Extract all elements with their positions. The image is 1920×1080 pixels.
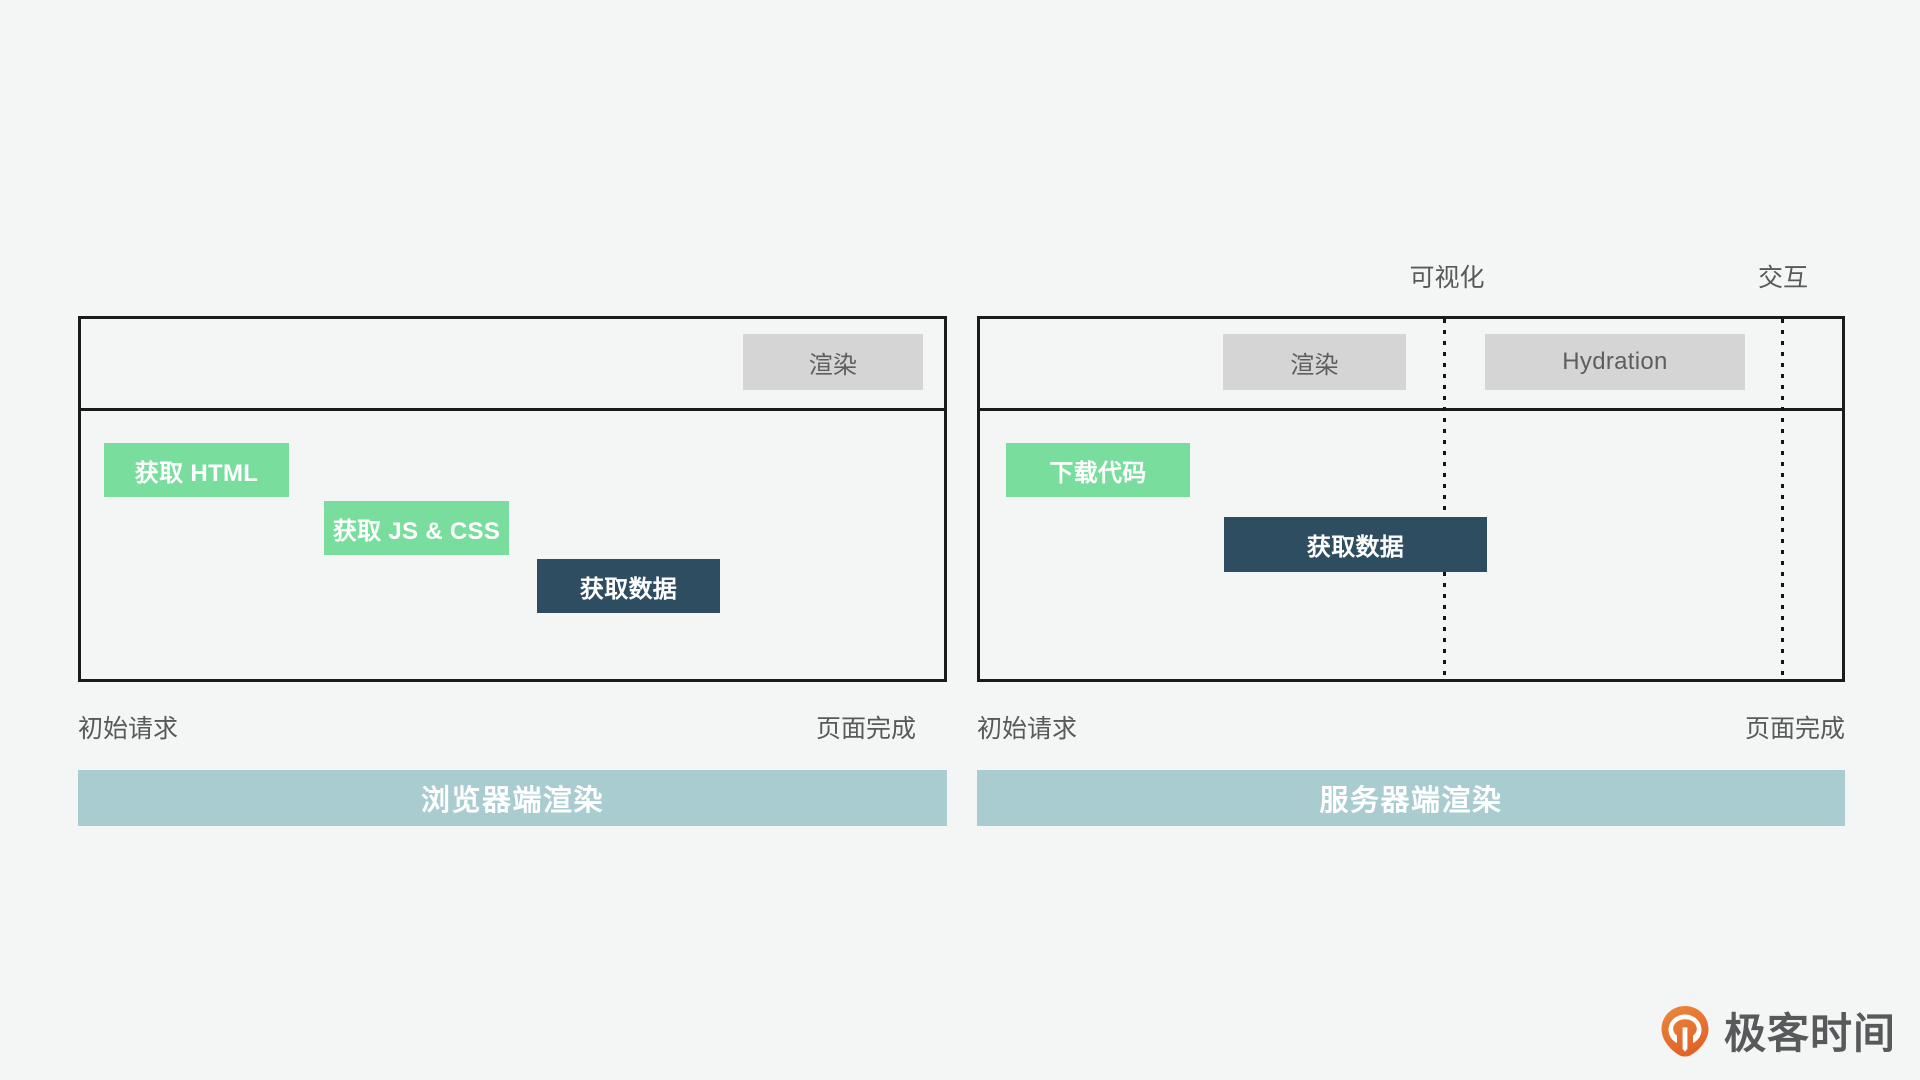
label-csr-page-complete: 页面完成 — [815, 715, 916, 743]
bar-ssr-render: 渲染 — [1223, 334, 1406, 390]
panel-track-divider — [81, 408, 944, 411]
bar-csr-render: 渲染 — [743, 334, 923, 390]
label-ssr-page-complete: 页面完成 — [1744, 715, 1845, 743]
milestone-line-interactive — [1781, 319, 1784, 679]
geek-time-logo-icon — [1658, 1004, 1712, 1058]
bar-csr-fetch-data: 获取数据 — [537, 559, 720, 613]
milestone-line-visualization — [1443, 319, 1446, 679]
milestone-label-visualization: 可视化 — [1409, 264, 1485, 292]
brand-logo: 极客时间 — [1658, 1000, 1896, 1061]
ribbon-browser-side-rendering: 浏览器端渲染 — [78, 770, 947, 826]
bar-ssr-download-code: 下载代码 — [1006, 443, 1190, 497]
bar-ssr-hydration: Hydration — [1485, 334, 1745, 390]
panel-track-divider — [980, 408, 1842, 411]
brand-name: 极客时间 — [1724, 1010, 1897, 1057]
label-csr-initial-request: 初始请求 — [78, 715, 179, 743]
bar-csr-fetch-js-css: 获取 JS & CSS — [324, 501, 509, 555]
bar-csr-fetch-html: 获取 HTML — [104, 443, 289, 497]
ribbon-server-side-rendering: 服务器端渲染 — [977, 770, 1845, 826]
label-ssr-initial-request: 初始请求 — [977, 715, 1078, 743]
milestone-label-interactive: 交互 — [1757, 264, 1809, 292]
bar-ssr-fetch-data: 获取数据 — [1224, 517, 1487, 572]
